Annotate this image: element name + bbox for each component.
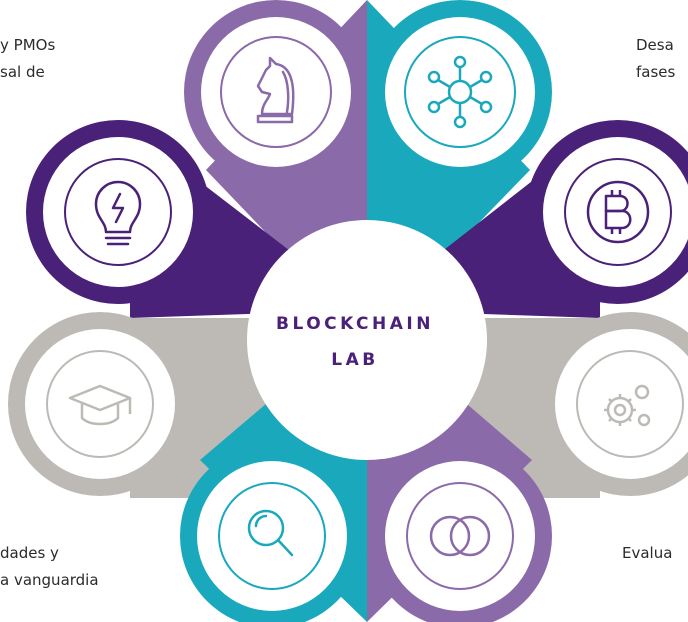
top-left-caption: y PMOs sal de xyxy=(0,32,55,86)
magnifier-icon xyxy=(247,509,294,557)
overlapping-circles-icon xyxy=(429,515,491,557)
graduation-cap-icon xyxy=(68,384,132,426)
center-title-line1: BLOCKCHAIN xyxy=(276,314,434,334)
gears-icon xyxy=(604,384,651,427)
top-right-caption-line1: Desa xyxy=(636,36,674,54)
bottom-right-caption-line1: Evalua xyxy=(622,544,673,562)
chess-knight-icon xyxy=(256,56,295,124)
bottom-right-caption: Evalua xyxy=(622,540,672,567)
top-left-caption-line1: y PMOs xyxy=(0,36,56,54)
bottom-left-caption: dades y a vanguardia xyxy=(0,540,99,594)
top-right-caption: Desa fases xyxy=(636,32,675,86)
top-left-caption-line2: sal de xyxy=(0,63,45,81)
petal-bottom-left xyxy=(180,318,367,622)
petal-bottom-right xyxy=(367,318,552,622)
network-nodes-icon xyxy=(427,55,493,129)
bottom-left-caption-line1: dades y xyxy=(0,544,59,562)
top-right-caption-line2: fases xyxy=(636,63,676,81)
bottom-left-caption-line2: a vanguardia xyxy=(0,571,99,589)
lightbulb-icon xyxy=(94,180,142,246)
center-title-line2: LAB xyxy=(331,350,379,370)
center-circle xyxy=(247,220,487,460)
bitcoin-icon xyxy=(586,180,650,244)
